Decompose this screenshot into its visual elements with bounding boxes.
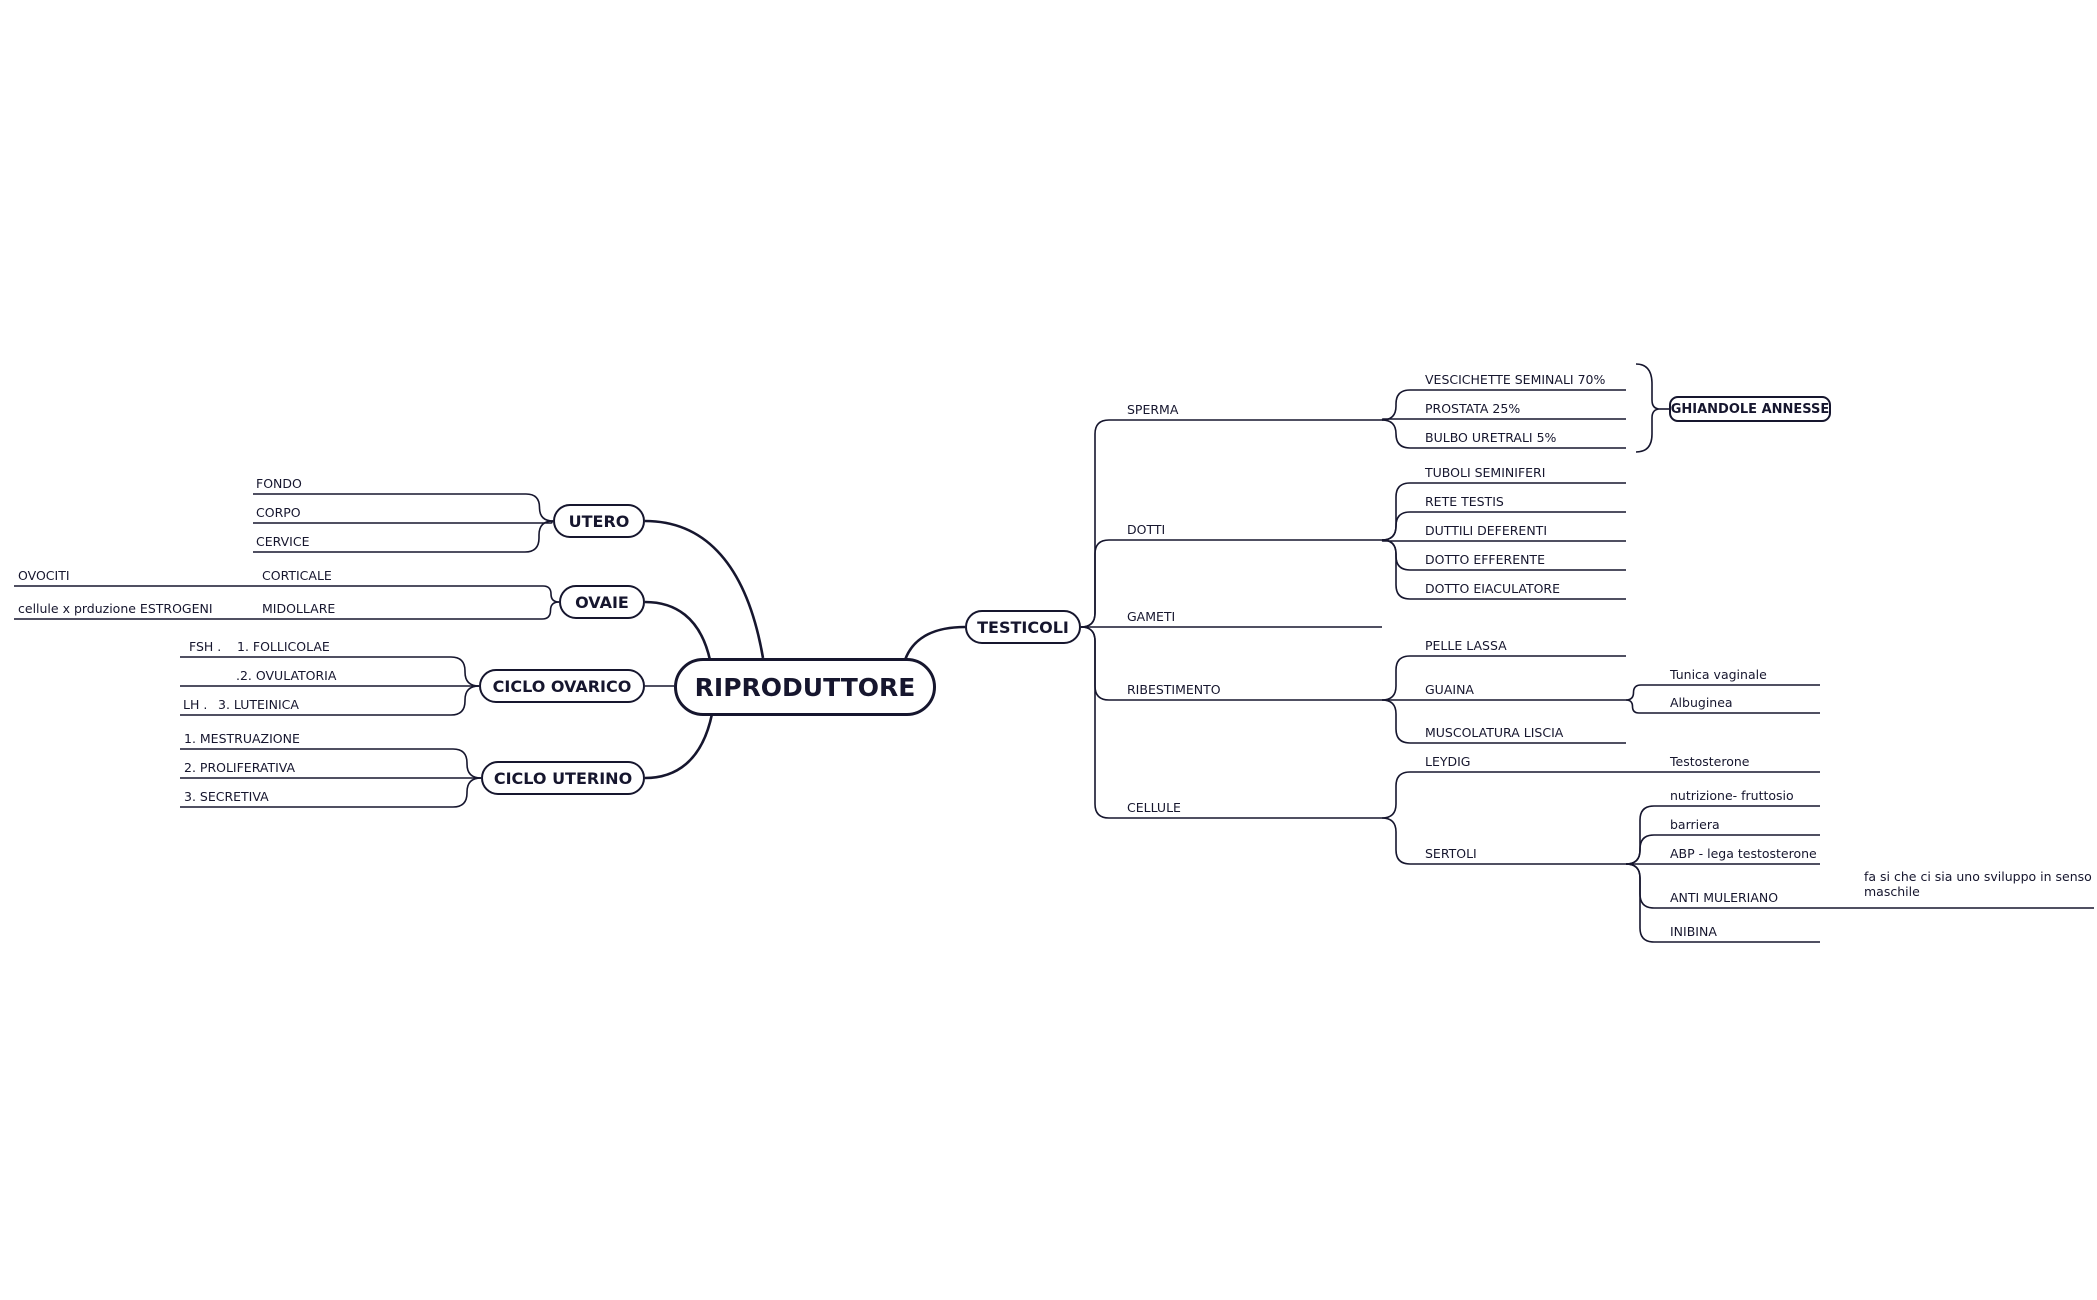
link-cellule-sertoli — [1381, 817, 1626, 865]
sertoli-item-3: ANTI MULERIANO — [1670, 890, 1779, 905]
link-ciclo-ovarico-2 — [180, 685, 480, 716]
sperma-label: SPERMA — [1127, 402, 1179, 417]
utero-item-2: CERVICE — [256, 534, 310, 549]
sertoli-item-0: nutrizione- fruttosio — [1670, 788, 1794, 803]
dotti-item-3: DOTTO EFFERENTE — [1425, 552, 1545, 567]
sperma-item-0: VESCICHETTE SEMINALI 70% — [1425, 372, 1606, 387]
link-ribestimento-pelle — [1381, 655, 1626, 701]
link-ciclo-uterino-0 — [180, 748, 482, 779]
link-guaina-0 — [1625, 684, 1820, 701]
root-node[interactable]: RIPRODUTTORE — [674, 658, 936, 716]
dotti-item-4: DOTTO EIACULATORE — [1425, 581, 1561, 596]
ovaie-item-0: CORTICALE — [262, 568, 332, 583]
leydig-item: Testosterone — [1670, 754, 1750, 769]
ribestimento-label: RIBESTIMENTO — [1127, 682, 1221, 697]
ovaie-note-0: OVOCITI — [18, 568, 70, 583]
link-ciclo-ovarico-0 — [180, 656, 480, 687]
link-testicoli-0 — [1080, 419, 1120, 628]
testicoli-node[interactable]: TESTICOLI — [965, 610, 1081, 644]
sertoli-item-1: barriera — [1670, 817, 1720, 832]
link-root-ovaie — [644, 600, 712, 661]
utero-item-0: FONDO — [256, 476, 302, 491]
hormone-fsh: FSH . — [189, 639, 222, 654]
muscolatura-label: MUSCOLATURA LISCIA — [1425, 725, 1564, 740]
leydig-label: LEYDIG — [1425, 754, 1471, 769]
ciclo-uterino-item-0: 1. MESTRUAZIONE — [184, 731, 300, 746]
ciclo-ovarico-item-2: 3. LUTEINICA — [218, 697, 299, 712]
link-testicoli-1 — [1080, 539, 1120, 628]
guaina-label: GUAINA — [1425, 682, 1474, 697]
link-ovaie-1 — [258, 601, 560, 620]
link-root-testicoli — [903, 625, 966, 661]
ciclo-uterino-item-2: 3. SECRETIVA — [184, 789, 269, 804]
link-cellule-leydig — [1381, 771, 1668, 819]
link-dotti-2 — [1381, 539, 1626, 542]
link-dotti-1 — [1381, 511, 1626, 541]
link-ribestimento-muscolatura — [1381, 699, 1626, 744]
hormone-lh: LH . — [183, 697, 208, 712]
sperma-item-1: PROSTATA 25% — [1425, 401, 1521, 416]
link-utero-0 — [253, 493, 554, 522]
cellule-label: CELLULE — [1127, 800, 1181, 815]
utero-item-1: CORPO — [256, 505, 301, 520]
dotti-item-1: RETE TESTIS — [1425, 494, 1504, 509]
link-utero-1 — [253, 520, 554, 524]
ciclo-ovarico-node[interactable]: CICLO OVARICO — [479, 669, 645, 703]
dotti-item-0: TUBOLI SEMINIFERI — [1425, 465, 1546, 480]
guaina-item-1: Albuginea — [1670, 695, 1733, 710]
pelle-lassa-label: PELLE LASSA — [1425, 638, 1507, 653]
utero-node[interactable]: UTERO — [553, 504, 645, 538]
ciclo-ovarico-item-0: 1. FOLLICOLAE — [237, 639, 330, 654]
ovaie-item-1: MIDOLLARE — [262, 601, 336, 616]
guaina-item-0: Tunica vaginale — [1670, 667, 1767, 682]
ovaie-note-1: cellule x prduzione ESTROGENI — [18, 601, 213, 616]
link-root-ciclo-uterino — [644, 713, 714, 780]
sertoli-item-4: INIBINA — [1670, 924, 1717, 939]
ciclo-uterino-item-1: 2. PROLIFERATIVA — [184, 760, 296, 775]
link-sperma-1 — [1381, 418, 1626, 421]
link-guaina-1 — [1625, 699, 1820, 714]
link-utero-2 — [253, 520, 554, 553]
ghiandole-annesse-summary[interactable]: GHIANDOLE ANNESSE — [1669, 396, 1831, 422]
link-dotti-4 — [1381, 539, 1626, 600]
antimuleriano-note: fa si che ci sia uno sviluppo in senso m… — [1864, 869, 2092, 899]
dotti-label: DOTTI — [1127, 522, 1166, 537]
link-ovaie-0 — [258, 585, 560, 603]
sertoli-item-2: ABP - lega testosterone — [1670, 846, 1817, 861]
link-ciclo-uterino-2 — [180, 777, 482, 808]
link-sertoli-1 — [1625, 834, 1820, 865]
sperma-item-2: BULBO URETRALI 5% — [1425, 430, 1557, 445]
link-testicoli-4 — [1080, 626, 1120, 819]
summary-bracket — [1635, 363, 1661, 453]
ciclo-ovarico-item-1: .2. OVULATORIA — [236, 668, 337, 683]
link-root-utero — [644, 519, 765, 659]
ovaie-node[interactable]: OVAIE — [559, 585, 645, 619]
link-sertoli-4 — [1625, 863, 1820, 943]
sertoli-label: SERTOLI — [1425, 846, 1477, 861]
link-testicoli-3 — [1080, 626, 1120, 701]
ciclo-uterino-node[interactable]: CICLO UTERINO — [481, 761, 645, 795]
dotti-item-2: DUTTILI DEFERENTI — [1425, 523, 1548, 538]
gameti-label: GAMETI — [1127, 609, 1176, 624]
link-sperma-2 — [1381, 419, 1626, 449]
